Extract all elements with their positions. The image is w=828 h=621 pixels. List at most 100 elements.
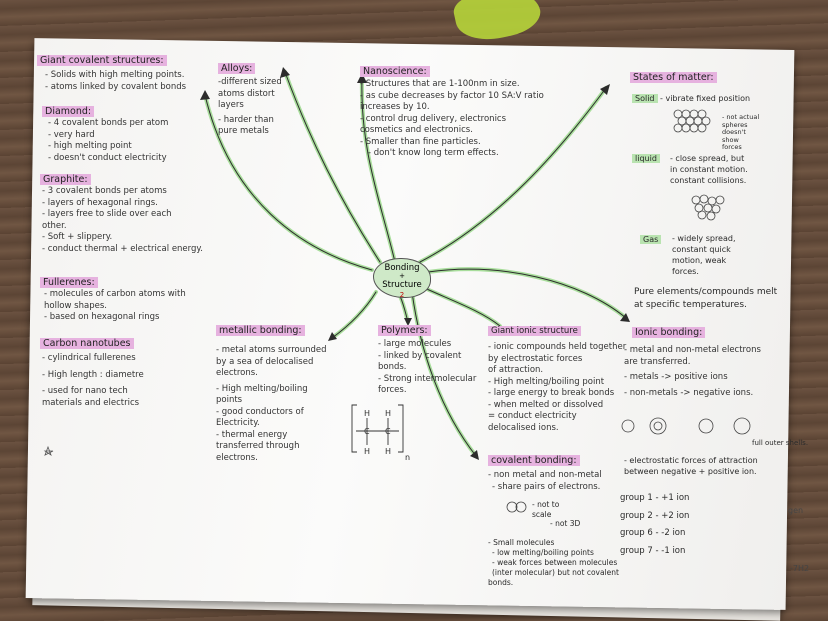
metallic-item: transferred through	[216, 441, 300, 451]
alloys-item: - harder than	[218, 114, 274, 125]
metallic-item: electrons.	[216, 452, 258, 463]
nanoscience-item: - as cube decreases by factor 10 SA:V ra…	[360, 90, 544, 101]
ionic-diagram-note: full outer shells.	[752, 439, 809, 447]
states-title: States of matter:	[630, 72, 717, 83]
diamond-item: - high melting point	[48, 141, 132, 151]
states-footer-line: at specific temperatures.	[634, 300, 747, 310]
nanoscience-section: Nanoscience: - Structures that are 1-100…	[360, 66, 544, 160]
nanoscience-item: - don't know long term effects.	[368, 148, 499, 158]
svg-text:H: H	[385, 409, 391, 418]
ionic-title: Ionic bonding:	[632, 327, 706, 338]
solid-note: - not actual spheres doesn't show forces	[722, 113, 759, 152]
edge-mark-7h2: -7H2	[790, 564, 810, 573]
giant-covalent-item: - Solids with high melting points.	[45, 70, 185, 80]
polymers-item: forces.	[378, 385, 407, 395]
nanotubes-title: Carbon nanotubes	[40, 338, 134, 349]
alloys-item: pure metals	[218, 126, 269, 136]
fullerenes-item: - based on hexagonal rings	[44, 312, 160, 322]
nanotubes-item: - cylindrical fullerenes	[42, 353, 136, 363]
gas-label: Gas	[640, 235, 662, 244]
giant-covalent-section: Giant covalent structures: - Solids with…	[37, 55, 186, 93]
ionic-group-row: group 1 - +1 ion	[620, 493, 690, 503]
diamond-item: - doesn't conduct electricity	[48, 152, 167, 163]
solid-note-line: show	[722, 135, 739, 144]
ionic-forces-line: - electrostatic forces of attraction	[624, 456, 758, 465]
diamond-title: Diamond:	[42, 106, 95, 117]
center-line2: +	[399, 272, 405, 280]
solid-label: Solid	[632, 94, 658, 103]
diamond-item: - 4 covalent bonds per atom	[48, 118, 169, 128]
ionic-forces-line: between negative + positive ion.	[624, 467, 757, 476]
covalent-small-line: (inter molecular) but not covalent	[492, 568, 619, 577]
alloys-item: -different sized	[218, 77, 282, 87]
polymer-subscript: n	[405, 453, 411, 462]
polymers-item: - linked by covalent	[378, 350, 462, 361]
ionic-diagram	[621, 417, 751, 435]
polymers-item: - large molecules	[378, 339, 452, 349]
covalent-note-line: - not 3D	[550, 519, 581, 528]
nanotubes-item: - High length : diametre	[42, 369, 144, 380]
states-footer-line: Pure elements/compounds melt	[634, 287, 778, 297]
giant-ionic-item: - High melting/boiling point	[488, 376, 605, 387]
graphite-title: Graphite:	[40, 174, 91, 185]
ionic-item: - metals -> positive ions	[624, 372, 728, 382]
states-section: States of matter:	[630, 72, 717, 84]
fullerenes-title: Fullerenes:	[40, 277, 98, 288]
graphite-item: - layers of hexagonal rings.	[42, 197, 158, 208]
gas-line: motion, weak	[672, 256, 727, 265]
giant-ionic-item: - ionic compounds held together	[488, 342, 627, 352]
ionic-group-row: group 7 - -1 ion	[620, 545, 686, 556]
polymers-title: Polymers:	[378, 325, 431, 336]
fullerenes-item: - molecules of carbon atoms with	[44, 289, 186, 299]
covalent-item: - share pairs of electrons.	[492, 481, 601, 492]
diamond-item: - very hard	[48, 129, 95, 140]
polymers-section: Polymers: - large molecules - linked by …	[378, 325, 476, 397]
giant-ionic-section: Giant ionic structure - ionic compounds …	[488, 325, 626, 434]
svg-text:C: C	[364, 427, 370, 436]
gas-line: constant quick	[672, 245, 731, 254]
gas-line: - widely spread,	[672, 234, 736, 243]
center-node: Bonding + Structure 2	[373, 258, 431, 299]
covalent-small-molecules: - Small molecules - low melting/boiling …	[488, 538, 619, 588]
metallic-item: Electricity.	[216, 418, 260, 428]
covalent-note-line: scale	[532, 509, 552, 519]
nanotubes-section: Carbon nanotubes - cylindrical fullerene…	[40, 338, 144, 409]
covalent-diagram	[506, 501, 527, 513]
nanoscience-item: - control drug delivery, electronics	[360, 113, 507, 124]
graphite-section: Graphite: - 3 covalent bonds per atoms -…	[40, 174, 203, 255]
metallic-section: metallic bonding: - metal atoms surround…	[216, 325, 327, 464]
liquid-text: - close spread, but in constant motion. …	[670, 153, 748, 186]
liquid-line: - close spread, but	[670, 154, 745, 163]
state-liquid: liquid	[632, 153, 660, 165]
metallic-item: - thermal energy	[216, 429, 288, 440]
nanoscience-item: cosmetics and electronics.	[360, 125, 473, 135]
covalent-small-line: - weak forces between molecules	[492, 558, 618, 567]
ionic-group-row: group 2 - +2 ion	[620, 510, 690, 521]
metallic-title: metallic bonding:	[216, 325, 305, 336]
nanoscience-title: Nanoscience:	[360, 66, 430, 77]
giant-ionic-title: Giant ionic structure	[488, 326, 581, 336]
giant-covalent-title: Giant covalent structures:	[37, 55, 167, 66]
covalent-note-line: - not to	[532, 500, 560, 509]
polymers-item: bonds.	[378, 362, 407, 372]
states-footer: Pure elements/compounds melt at specific…	[634, 286, 777, 312]
alloys-title: Alloys:	[218, 63, 256, 74]
nanotubes-item: materials and electrics	[42, 397, 140, 408]
state-solid: Solid - vibrate fixed position	[632, 93, 750, 105]
diamond-section: Diamond: - 4 covalent bonds per atom - v…	[42, 106, 168, 164]
solid-note-line: doesn't	[722, 128, 746, 136]
state-gas: Gas	[640, 234, 662, 246]
giant-ionic-item: delocalised ions.	[488, 422, 559, 433]
solid-note-line: spheres	[722, 120, 748, 129]
center-number: 2	[399, 291, 405, 299]
gas-text: - widely spread, constant quick motion, …	[672, 233, 736, 277]
gas-line: forces.	[672, 267, 699, 276]
covalent-diagram-note: - not to scale - not 3D	[532, 500, 580, 529]
liquid-label: liquid	[632, 154, 660, 163]
ionic-groups: group 1 - +1 ion group 2 - +2 ion group …	[620, 490, 689, 560]
ionic-item: are transferred.	[624, 356, 691, 367]
metallic-item: by a sea of delocalised	[216, 356, 314, 367]
svg-text:H: H	[364, 409, 370, 418]
giant-ionic-item: of attraction.	[488, 365, 544, 375]
